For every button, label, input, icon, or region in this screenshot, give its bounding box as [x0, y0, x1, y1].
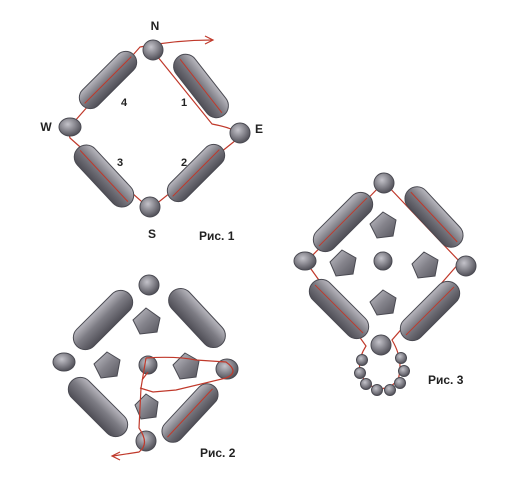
seed-bead [356, 354, 368, 366]
round-bead-east [229, 122, 251, 144]
compass-south-label: S [148, 227, 156, 241]
bugle-bead-3-nw [312, 191, 374, 253]
seed-bead [384, 384, 396, 396]
round-bead-w [52, 352, 76, 372]
round-bead-3-e [455, 255, 477, 277]
bugle-bead-ne [168, 287, 226, 349]
round-bead-south [139, 196, 161, 218]
crystal-bead-w [93, 351, 121, 379]
bugle-bead-3-se [399, 280, 461, 342]
bugle-bead-sw [67, 376, 129, 438]
bugle-bead-1 [173, 53, 229, 119]
crystal-bead-3-e [411, 251, 439, 279]
bugle-bead-3 [73, 144, 135, 208]
round-bead-n [138, 274, 160, 296]
crystal-bead-3-w [329, 249, 357, 277]
figure-1: N E S W 1 2 3 4 Рис. 1 [40, 19, 263, 243]
bugle-bead-2 [166, 143, 226, 203]
figure-2: Рис. 2 [52, 274, 239, 461]
seed-bead [398, 365, 410, 377]
round-bead-s [135, 430, 157, 452]
seed-bead-loop [354, 352, 410, 396]
round-bead-3-w [293, 251, 317, 271]
thread-path-2 [112, 356, 234, 457]
figure-2-caption: Рис. 2 [200, 446, 236, 460]
figure-3-caption: Рис. 3 [428, 373, 464, 387]
bead-number-4: 4 [121, 97, 128, 109]
figure-1-caption: Рис. 1 [199, 229, 235, 243]
seed-bead [394, 377, 406, 389]
crystal-bead-3-s [369, 289, 397, 316]
round-bead-3-s [370, 334, 392, 356]
bead-number-3: 3 [117, 157, 123, 169]
bugle-bead-3-sw [308, 278, 370, 340]
seed-bead [395, 352, 407, 364]
bugle-bead-nw [72, 289, 134, 351]
compass-west-label: W [40, 120, 52, 134]
seed-bead [371, 384, 383, 396]
bead-number-1: 1 [181, 97, 187, 109]
round-bead-center [138, 355, 158, 375]
seed-bead [354, 367, 366, 379]
crystal-bead-e [172, 352, 200, 380]
compass-north-label: N [151, 19, 160, 33]
bead-number-2: 2 [181, 157, 187, 169]
crystal-bead-n [132, 307, 161, 335]
round-bead-west [58, 117, 82, 137]
seed-bead [360, 378, 372, 390]
thread-arrow-2 [110, 451, 121, 461]
round-bead-north [142, 39, 164, 61]
compass-east-label: E [255, 122, 263, 136]
crystal-bead-s [134, 393, 159, 420]
bugle-bead-se [161, 383, 219, 443]
round-bead-3-n [373, 172, 395, 194]
round-bead-3-center [373, 251, 393, 271]
bugle-bead-3-ne [404, 186, 464, 248]
crystal-bead-3-n [369, 211, 397, 239]
figure-3: Рис. 3 [293, 172, 477, 396]
thread-arrow [204, 35, 215, 45]
bugle-bead-4 [78, 50, 138, 110]
